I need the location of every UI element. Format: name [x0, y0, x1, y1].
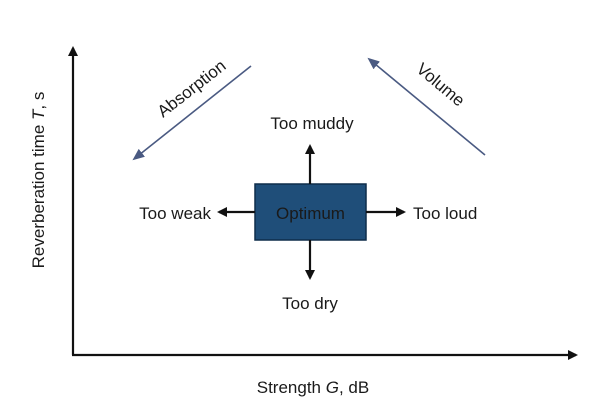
trend-arrows: [132, 57, 486, 161]
axes: [68, 46, 578, 360]
direction-arrows: [217, 144, 406, 280]
label-too-loud: Too loud: [413, 204, 477, 223]
absorption-arrow: [132, 65, 252, 161]
label-too-weak: Too weak: [139, 204, 211, 223]
volume-arrow: [367, 57, 486, 156]
absorption-label: Absorption: [154, 56, 230, 121]
y-axis-label: Reverberation time T, s: [29, 92, 48, 269]
label-too-dry: Too dry: [282, 294, 338, 313]
x-axis-label: Strength G, dB: [257, 378, 369, 397]
optimum-label: Optimum: [276, 204, 345, 223]
label-too-muddy: Too muddy: [270, 114, 354, 133]
